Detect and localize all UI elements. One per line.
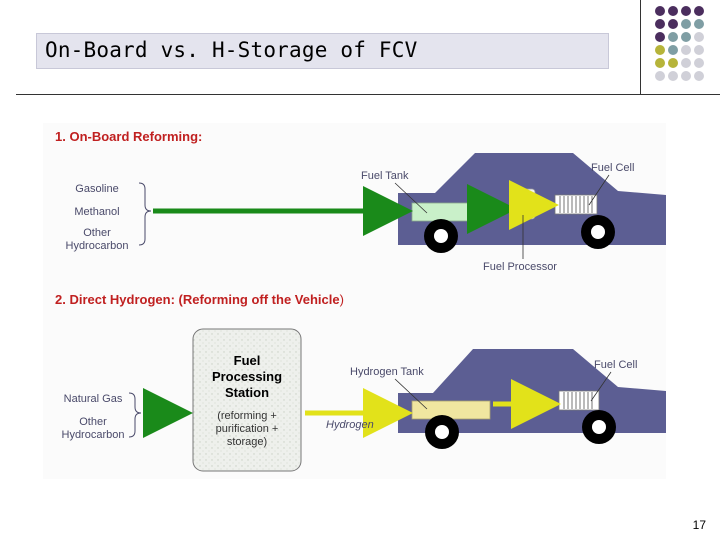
decor-dot (655, 58, 665, 68)
decor-dot (681, 71, 691, 81)
fcv-diagram: 1. On-Board Reforming: Gasoline Methanol… (43, 123, 666, 479)
decor-dot (694, 71, 704, 81)
decor-dot (681, 58, 691, 68)
decor-dot (655, 32, 665, 42)
title-underline (16, 94, 720, 95)
fcv-diagram-svg: 1. On-Board Reforming: Gasoline Methanol… (55, 129, 666, 472)
section1-heading: 1. On-Board Reforming: (55, 129, 202, 144)
fuel-cell-2 (558, 390, 600, 411)
input-brace-2 (128, 392, 142, 438)
station-title-line-1: Fuel (234, 353, 261, 368)
input-methanol: Methanol (74, 206, 119, 218)
input-gasoline: Gasoline (75, 183, 118, 195)
fuel-tank-label: Fuel Tank (361, 170, 409, 182)
decor-dot (668, 58, 678, 68)
hydrogen-tank (411, 400, 491, 420)
decor-dot (694, 6, 704, 16)
input-hydrocarbon-2: Hydrocarbon (62, 429, 125, 441)
decor-dot (668, 6, 678, 16)
input-hydrocarbon-1: Hydrocarbon (66, 240, 129, 252)
corner-divider (640, 0, 641, 94)
slide-title: On-Board vs. H-Storage of FCV (45, 38, 418, 62)
hydrogen-arrow-label: Hydrogen (326, 419, 374, 431)
section2-heading: 2. Direct Hydrogen: (Reforming off the V… (55, 292, 344, 307)
decor-dot (681, 6, 691, 16)
fuel-processing-station (192, 328, 302, 472)
hydrogen-tank-label: Hydrogen Tank (350, 366, 424, 378)
fuel-cell-1-fins (559, 196, 593, 213)
decor-dot (694, 32, 704, 42)
decor-dot (655, 45, 665, 55)
station-title-line-3: Station (225, 385, 269, 400)
decor-dot (668, 32, 678, 42)
decor-dot (681, 45, 691, 55)
fuel-tank-1 (411, 202, 488, 222)
fuel-cell-2-fins (563, 392, 593, 409)
fuel-processor-1 (514, 188, 536, 220)
fuel-processor-label: Fuel Processor (483, 261, 557, 273)
input-natural-gas: Natural Gas (64, 393, 123, 405)
input-brace-1 (138, 182, 152, 246)
station-detail-line-2: purification + (216, 423, 279, 435)
input-other-2: Other (79, 416, 107, 428)
fuel-cell-label-2: Fuel Cell (594, 359, 637, 371)
decor-dot (668, 19, 678, 29)
station-detail-line-1: (reforming + (217, 410, 277, 422)
station-title-line-2: Processing (212, 369, 282, 384)
decor-dot (668, 71, 678, 81)
input-other-1: Other (83, 227, 111, 239)
decor-dot (694, 45, 704, 55)
decor-dot (694, 19, 704, 29)
decor-dot (681, 19, 691, 29)
decor-dot (655, 71, 665, 81)
page-number: 17 (692, 518, 706, 532)
decor-dot (668, 45, 678, 55)
station-detail-line-3: storage) (227, 436, 267, 448)
title-box: On-Board vs. H-Storage of FCV (36, 33, 609, 69)
fuel-cell-label-1: Fuel Cell (591, 162, 634, 174)
decor-dot (655, 6, 665, 16)
decor-dot (694, 58, 704, 68)
decor-dot (681, 32, 691, 42)
decor-dot (655, 19, 665, 29)
